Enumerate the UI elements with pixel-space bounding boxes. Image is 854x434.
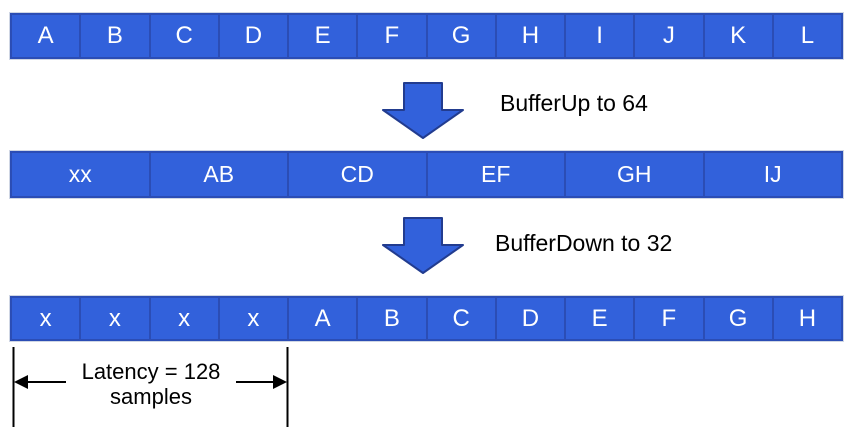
latency-label: Latency = 128 samples <box>45 359 257 409</box>
buffer-cell: EF <box>425 153 565 196</box>
down-arrow-icon <box>382 217 464 274</box>
buffer-cell: x <box>39 304 52 332</box>
buffer-cell: AB <box>148 153 288 196</box>
latency-label-line2: samples <box>110 384 192 409</box>
buffer-cell: L <box>771 15 841 57</box>
buffer-cell: A <box>287 298 356 339</box>
input-buffer-row: A B C D E F G H I J K L <box>10 13 843 59</box>
buffer-cell: G <box>702 298 772 339</box>
buffer-cell: K <box>702 15 772 57</box>
buffer-cell: x <box>79 298 148 339</box>
bufferup-row: xx AB CD EF GH IJ <box>10 151 843 198</box>
buffer-cell: J <box>633 15 702 57</box>
buffer-cell: I <box>564 15 633 57</box>
buffer-cell: GH <box>564 153 703 196</box>
bufferup-label: BufferUp to 64 <box>500 90 648 116</box>
buffer-cell: H <box>771 298 841 339</box>
buffer-cell: x <box>148 298 218 339</box>
buffer-cell: E <box>564 298 633 339</box>
buffer-cell: B <box>356 298 425 339</box>
buffer-cell: E <box>287 15 356 57</box>
down-arrow-icon <box>382 82 464 139</box>
buffer-cell: D <box>494 298 564 339</box>
buffer-cell: F <box>356 15 425 57</box>
buffer-cell: IJ <box>702 153 842 196</box>
buffer-cell: H <box>494 15 564 57</box>
buffer-cell: xx <box>68 161 92 187</box>
buffer-cell: G <box>425 15 495 57</box>
latency-label-line1: Latency = 128 <box>81 359 221 384</box>
buffer-cell: F <box>633 298 702 339</box>
buffer-cell: x <box>217 298 287 339</box>
buffer-cell: D <box>217 15 287 57</box>
buffer-cell: A <box>37 22 54 49</box>
bufferdown-row: x x x x A B C D E F G H <box>10 296 843 341</box>
latency-dimension-lines <box>12 347 289 427</box>
buffer-cell: C <box>148 15 218 57</box>
buffer-cell: B <box>79 15 148 57</box>
buffer-cell: C <box>425 298 495 339</box>
bufferdown-label: BufferDown to 32 <box>495 230 673 256</box>
buffer-cell: CD <box>287 153 426 196</box>
